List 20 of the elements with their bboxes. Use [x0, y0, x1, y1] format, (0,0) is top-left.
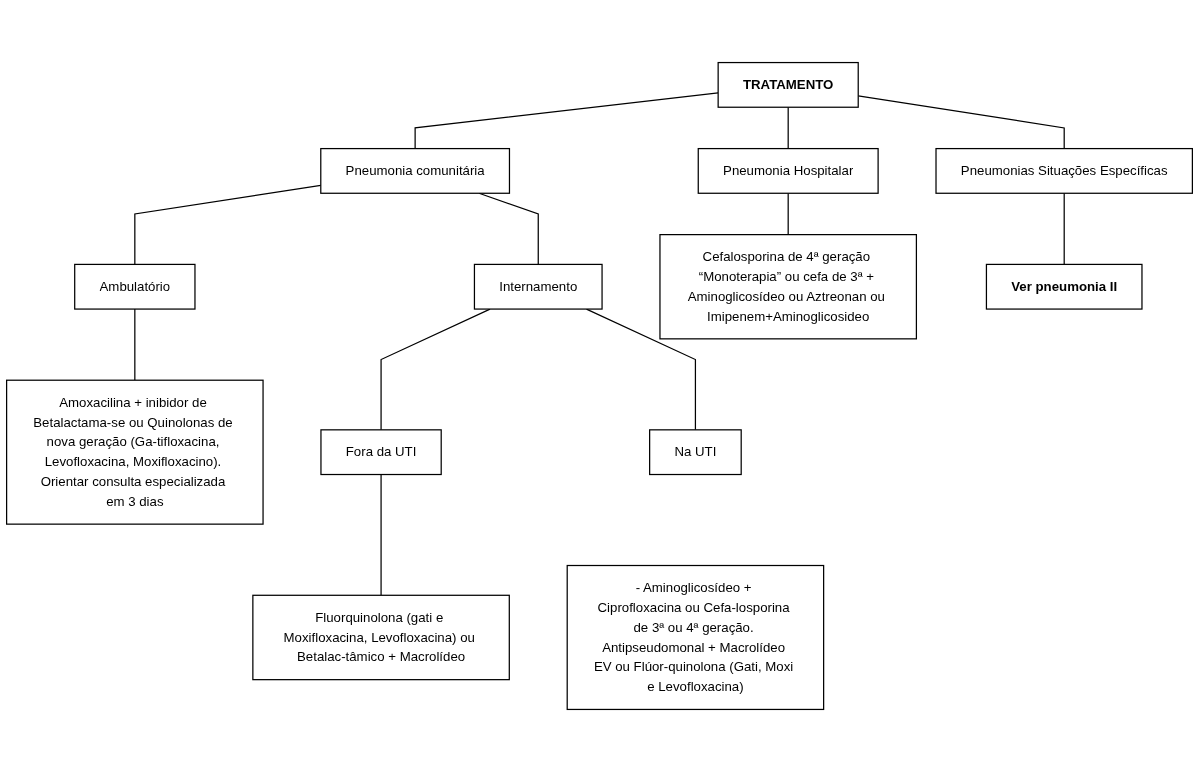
connector — [380, 473, 382, 596]
node-box — [473, 263, 603, 310]
node-box — [320, 429, 442, 476]
connector — [380, 308, 491, 431]
connector — [1063, 192, 1065, 265]
node-box — [320, 147, 511, 194]
node-box — [697, 147, 879, 194]
node-box — [717, 61, 859, 108]
node-box — [252, 594, 510, 681]
node-box — [6, 379, 264, 525]
connector — [787, 192, 789, 236]
connector — [414, 92, 719, 150]
node-box — [74, 263, 196, 310]
node-box — [649, 429, 742, 476]
node-box — [659, 234, 917, 340]
node-box — [935, 147, 1193, 194]
node-box — [985, 263, 1143, 310]
node-box — [566, 564, 825, 711]
connector — [134, 308, 136, 381]
connector — [787, 106, 789, 150]
